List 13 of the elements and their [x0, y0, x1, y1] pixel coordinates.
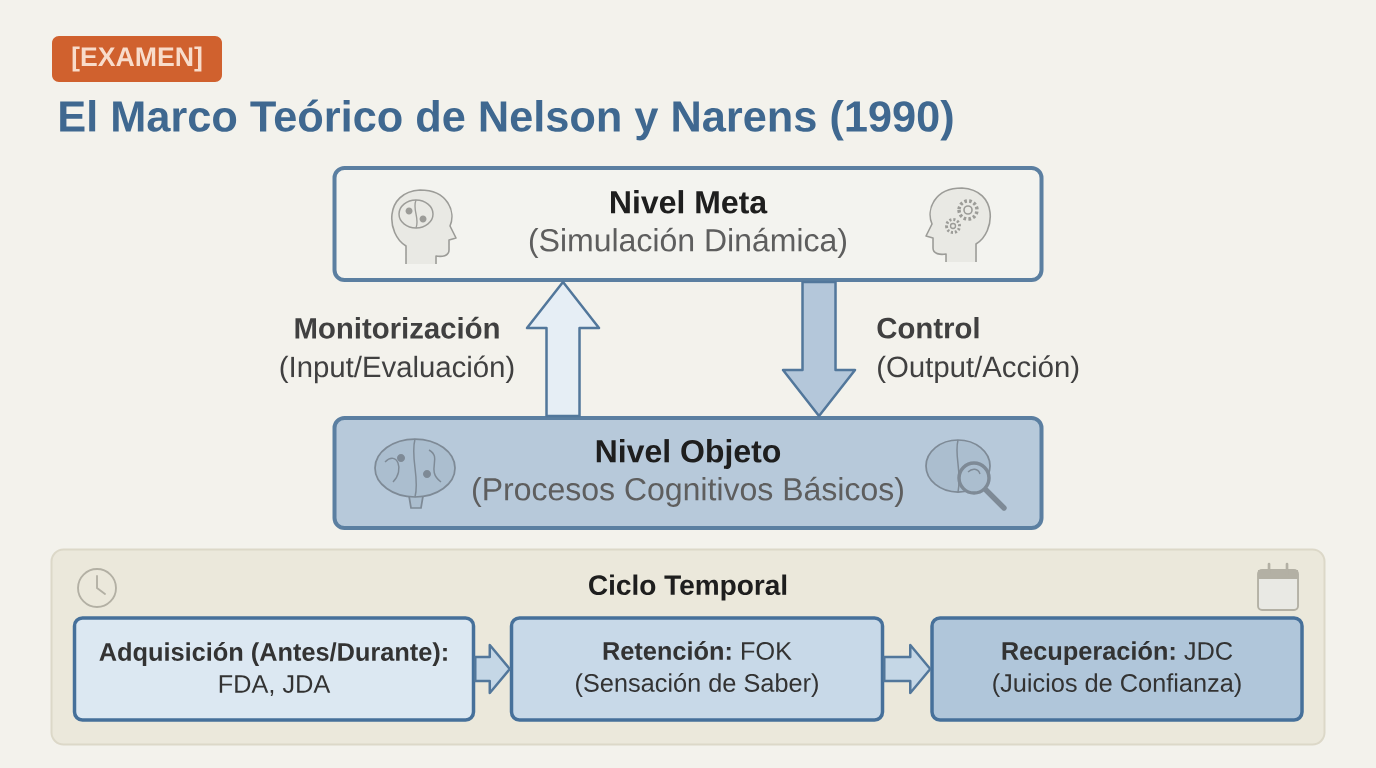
title: El Marco Teórico de Nelson y Narens (1990)	[60, 99, 953, 141]
stage-box: Retención: FOK (Sensación de Saber)	[509, 616, 885, 722]
edge-label: Control (Output/Acción)	[877, 317, 1079, 383]
arrow	[883, 643, 932, 695]
stage-box: Adquisición (Antes/Durante): FDA, JDA	[72, 616, 476, 722]
arrow	[474, 643, 511, 695]
level-box: Nivel Meta (Simulación Dinámica)	[332, 166, 1044, 282]
block-arrow	[781, 280, 857, 418]
stage-box: Recuperación: JDC (Juicios de Confianza)	[930, 616, 1304, 722]
block-arrow	[525, 280, 601, 418]
edge-label: Monitorización (Input/Evaluación)	[280, 316, 514, 384]
badge: [EXAMEN]	[52, 36, 222, 82]
level-box: Nivel Objeto (Procesos Cognitivos Básicos)	[332, 416, 1044, 530]
